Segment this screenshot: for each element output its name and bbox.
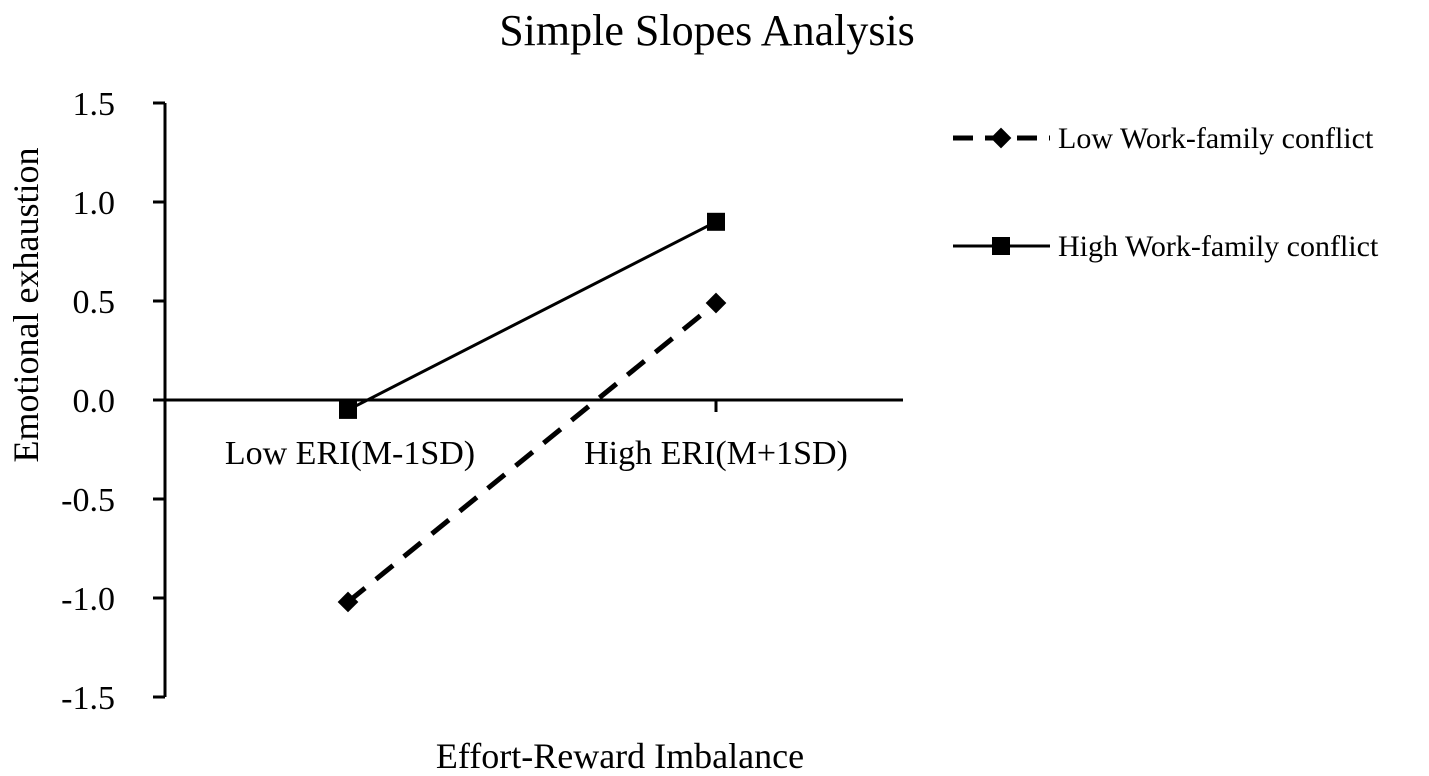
legend-marker-high-work-family-conflict [992, 237, 1010, 255]
legend-label-low-work-family-conflict: Low Work-family conflict [1058, 122, 1374, 155]
legend-label-high-work-family-conflict: High Work-family conflict [1058, 230, 1379, 263]
series-line-low-work-family-conflict [346, 301, 718, 604]
series-markers [337, 212, 727, 613]
y-tick-label: 0.5 [73, 284, 116, 321]
data-point-high-work-family-conflict [707, 212, 725, 231]
y-tick-label: 1.5 [73, 86, 116, 123]
series-line-high-work-family-conflict [347, 220, 717, 412]
data-point-low-work-family-conflict [337, 591, 359, 613]
y-tick-label: 0.0 [73, 383, 116, 420]
y-axis-title: Emotional exhaustion [6, 148, 46, 463]
x-tick-labels: Low ERI(M-1SD) High ERI(M+1SD) [225, 435, 848, 472]
data-point-low-work-family-conflict [705, 292, 727, 314]
y-tick-label: 1.0 [73, 185, 116, 222]
y-ticks [153, 101, 165, 699]
y-tick-label: -0.5 [61, 482, 115, 519]
chart-title: Simple Slopes Analysis [499, 6, 915, 55]
x-tick-label: Low ERI(M-1SD) [225, 435, 475, 472]
y-tick-label: -1.0 [61, 581, 115, 618]
data-point-high-work-family-conflict [339, 400, 357, 419]
x-ticks [346, 400, 718, 412]
legend-marker-low-work-family-conflict [990, 127, 1012, 149]
series-lines [346, 220, 718, 604]
x-tick-label: High ERI(M+1SD) [584, 435, 848, 472]
y-tick-label: -1.5 [61, 680, 115, 717]
x-axis-title: Effort-Reward Imbalance [436, 736, 804, 776]
y-tick-labels: 1.5 1.0 0.5 0.0 -0.5 -1.0 -1.5 [61, 86, 115, 717]
